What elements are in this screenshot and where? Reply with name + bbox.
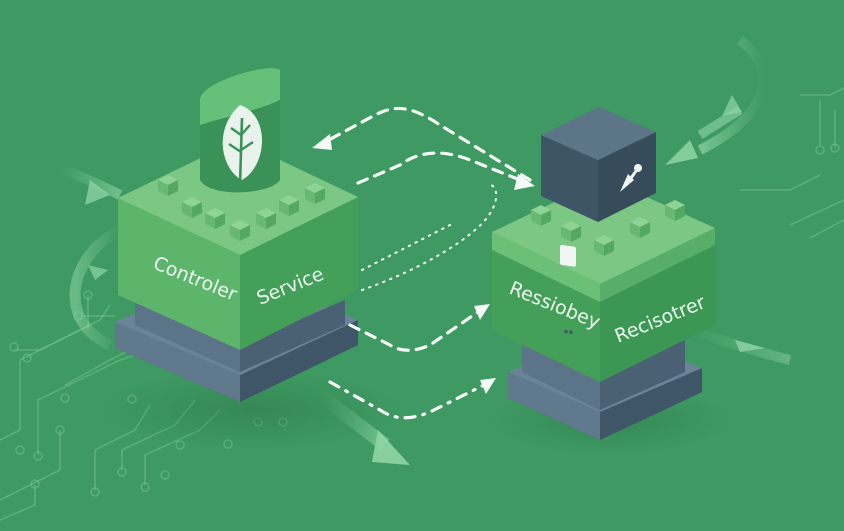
left-block: Controler Service [115,68,358,402]
pin-icon [620,164,642,192]
left-face [118,198,240,350]
connectors [312,106,535,420]
studs [158,175,325,241]
storage-cube [541,107,656,334]
connector-mid [348,310,480,352]
leaf-icon [222,105,262,186]
studs [531,200,685,256]
connector-bottom [328,380,486,420]
circuit-traces [0,87,844,521]
top-face [118,140,358,255]
leaf-badge [200,68,280,193]
connector-dotted [361,184,498,291]
connector-to-right [356,151,527,185]
right-face [240,197,358,350]
connector-to-left [323,106,532,182]
face-icon [560,244,576,334]
right-block: Ressiobey Recisotrer [492,107,715,440]
